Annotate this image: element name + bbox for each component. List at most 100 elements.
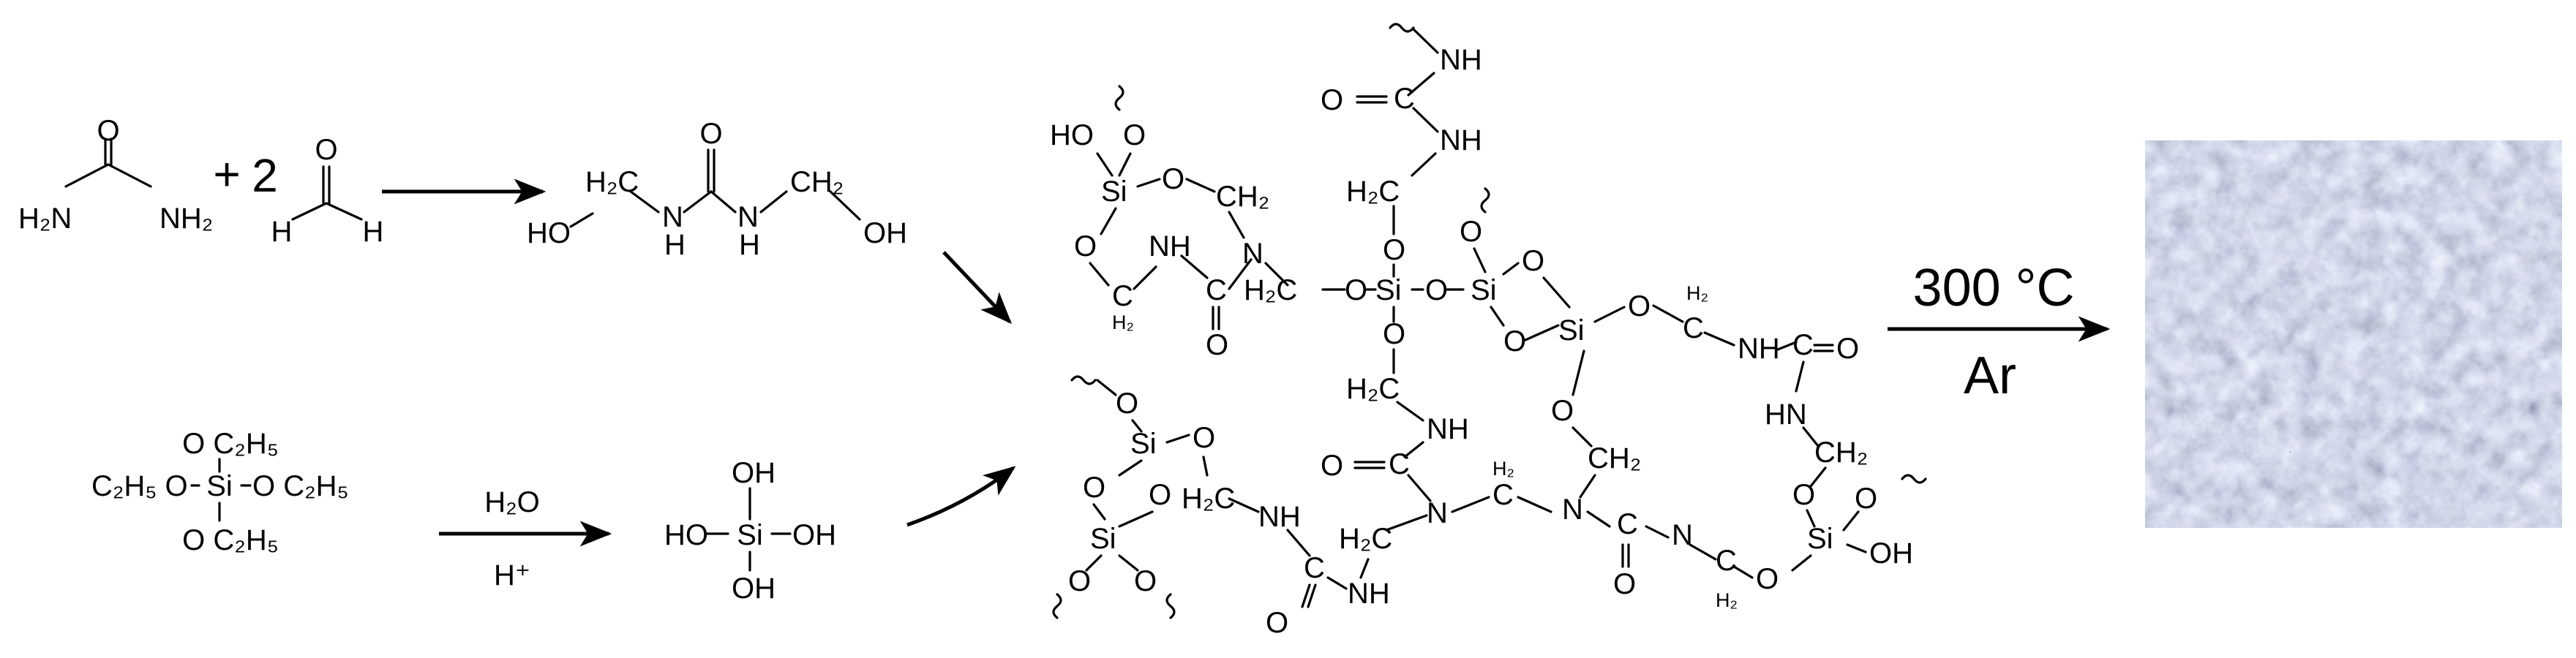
silicic-ho-left: HO: [664, 519, 708, 551]
product-micrograph: [2145, 140, 2562, 528]
dmu-oh: OH: [863, 217, 907, 249]
net-c-7: C: [1716, 545, 1737, 577]
net-h2-4: H₂: [1492, 458, 1514, 480]
formaldehyde-h-right: H: [363, 216, 384, 248]
net-c-9: C: [1492, 479, 1514, 511]
dmu-n-left: N: [662, 201, 683, 233]
net-o-10: O: [1206, 329, 1228, 361]
net-o-19: O: [1613, 568, 1636, 600]
net-o-20: O: [1551, 395, 1574, 427]
net-nh-1: NH: [1440, 44, 1482, 76]
net-c-4: C: [1206, 274, 1227, 306]
net-oh-1: OH: [1869, 537, 1913, 570]
net-o-9: O: [1074, 230, 1097, 262]
silicic-oh-right: OH: [792, 519, 836, 551]
silicic-acid-structure: Si OH OH HO OH: [664, 457, 836, 605]
silicic-si: Si: [737, 519, 763, 551]
net-nh-3: NH: [1427, 413, 1469, 445]
urea-nh2-right: NH₂: [159, 203, 213, 235]
net-h2c-3: H₂C: [1244, 274, 1297, 306]
net-o-4: O: [1425, 274, 1448, 306]
urea-oxygen: O: [97, 115, 119, 147]
net-o-18: O: [1756, 563, 1779, 595]
formaldehyde-structure: O H H: [271, 134, 384, 248]
net-o-23: O: [1083, 472, 1105, 504]
stoichiometric-coefficient: 2: [252, 149, 278, 202]
net-c-6: C: [1792, 329, 1814, 361]
net-o-16: O: [1792, 479, 1815, 511]
net-c-5: C: [1683, 312, 1704, 344]
net-o-24: O: [1149, 479, 1171, 511]
net-o-7: O: [1123, 119, 1146, 151]
net-ch2-3: CH₂: [1588, 442, 1641, 474]
net-si-6: Si: [1090, 523, 1116, 555]
urea-structure: O H₂N NH₂: [18, 115, 213, 235]
net-h2c-2: H₂C: [1346, 373, 1400, 405]
net-o-21: O: [1116, 387, 1138, 420]
net-c-1: C: [1394, 83, 1415, 115]
pyrolysis-temperature: 300 °C: [1913, 259, 2075, 317]
silicic-oh-bottom: OH: [732, 572, 776, 605]
hydrolysis-reagent-bottom: H⁺: [494, 559, 530, 591]
plus-sign: +: [213, 148, 240, 200]
net-si-1: Si: [1101, 175, 1127, 208]
hybrid-network-structure: NH C O NH H₂C O Si O O O H₂C NH C O N: [1050, 23, 1927, 639]
merge-arrow-bottom: [906, 466, 1016, 527]
net-si-central: Si: [1375, 274, 1402, 306]
net-h2c-5: H₂C: [1339, 523, 1392, 555]
net-o-13: O: [1503, 325, 1526, 358]
net-o-17: O: [1855, 483, 1877, 515]
net-nh-7: NH: [1348, 578, 1390, 610]
net-o-1: O: [1321, 84, 1343, 116]
net-o-22: O: [1193, 422, 1215, 454]
net-o-25: O: [1068, 565, 1091, 597]
net-o-11: O: [1460, 216, 1482, 248]
teos-o-c2h5-top: O C₂H₅: [182, 428, 279, 460]
silicic-oh-top: OH: [732, 457, 776, 489]
net-h2c-4: H₂C: [1182, 483, 1235, 515]
teos-si: Si: [206, 470, 233, 502]
net-c-10: C: [1304, 552, 1325, 584]
net-o-15: O: [1836, 333, 1859, 365]
dmu-h-right: H: [739, 229, 760, 261]
net-o-14: O: [1628, 290, 1651, 322]
net-ho-1: HO: [1050, 119, 1094, 151]
net-ch2-1: CH₂: [1216, 181, 1269, 213]
dmu-oxygen: O: [699, 118, 722, 150]
net-c-8: C: [1617, 508, 1638, 540]
net-n-4: N: [1562, 494, 1583, 526]
net-o-5: O: [1383, 318, 1405, 350]
formaldehyde-oxygen: O: [315, 134, 337, 166]
net-h2c-1: H₂C: [1346, 175, 1400, 208]
dimethylol-urea-structure: HO H₂C N H O N H CH₂ OH: [527, 118, 907, 261]
dmu-h-left: H: [664, 229, 686, 261]
formaldehyde-h-left: H: [271, 216, 293, 248]
net-n-1: N: [1427, 497, 1448, 529]
net-si-3: Si: [1558, 314, 1585, 347]
net-c-2: C: [1389, 448, 1410, 480]
teos-o-c2h5-right: O C₂H₅: [252, 470, 349, 502]
teos-o-c2h5-bottom: O C₂H₅: [182, 524, 279, 556]
net-o-8: O: [1162, 163, 1184, 195]
net-h2-3: H₂: [1716, 589, 1738, 611]
product-texture: [2145, 140, 2562, 528]
net-ch2-2: CH₂: [1814, 436, 1868, 469]
urea-nh2-left: H₂N: [18, 203, 72, 235]
teos-c2h5-o-left: C₂H₅ O: [91, 470, 188, 502]
net-n-3: N: [1672, 519, 1693, 551]
net-h2-2: H₂: [1686, 282, 1708, 304]
net-n-2: N: [1242, 238, 1263, 270]
dmu-ch2: CH₂: [790, 166, 844, 198]
dmu-n-right: N: [737, 201, 759, 233]
pyrolysis-atmosphere: Ar: [1964, 347, 2016, 405]
merge-arrow-top: [942, 251, 1013, 325]
net-si-2: Si: [1471, 274, 1497, 306]
hydrolysis-reagent-top: H₂O: [484, 486, 540, 518]
net-hn-1: HN: [1765, 398, 1807, 431]
net-o-6: O: [1321, 450, 1343, 482]
net-o-12: O: [1522, 245, 1544, 277]
net-nh-2: NH: [1440, 124, 1482, 156]
net-nh-6: NH: [1258, 501, 1301, 533]
teos-structure: Si O C₂H₅ O C₂H₅ C₂H₅ O O C₂H₅: [91, 428, 349, 556]
